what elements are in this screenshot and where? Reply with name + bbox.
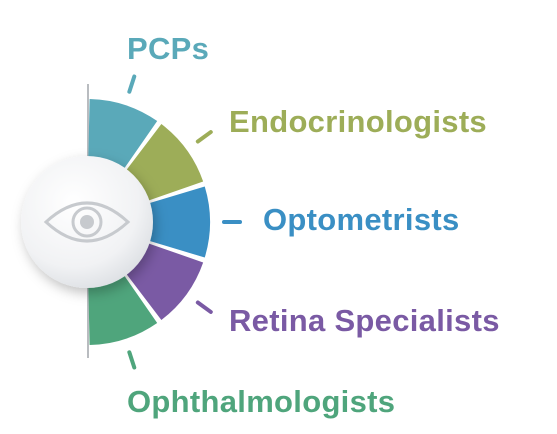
tick-endocrinologists: [195, 130, 213, 144]
tick-retina-specialists: [195, 300, 213, 314]
label-retina-specialists: Retina Specialists: [229, 303, 500, 338]
label-optometrists: Optometrists: [263, 202, 460, 237]
segment-ophthalmologists: [88, 273, 158, 345]
label-pcps: PCPs: [127, 31, 209, 66]
segment-optometrists: [147, 186, 210, 258]
connector-ticks: [127, 74, 242, 370]
tick-pcps: [127, 74, 137, 94]
segment-pcps: [88, 99, 158, 171]
eye-icon: [43, 201, 131, 243]
segment-retina-specialists: [125, 242, 204, 320]
tick-ophthalmologists: [127, 350, 137, 370]
label-endocrinologists: Endocrinologists: [229, 104, 487, 139]
segment-endocrinologists: [125, 124, 204, 202]
arc-segments: [88, 99, 210, 345]
label-ophthalmologists: Ophthalmologists: [127, 384, 395, 419]
